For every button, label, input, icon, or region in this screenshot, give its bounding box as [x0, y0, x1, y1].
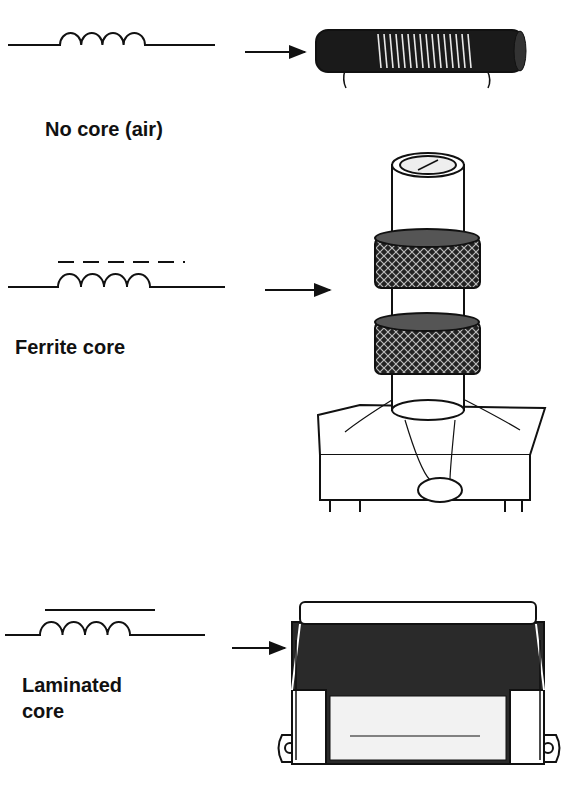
laminated-core-symbol — [5, 610, 205, 635]
core-label: Laminated core — [22, 672, 147, 724]
ferrite-coil-former — [318, 153, 545, 512]
air-core-coil — [316, 30, 526, 88]
transformer — [279, 602, 560, 764]
air-core-symbol — [8, 33, 215, 45]
core-label: Ferrite core — [15, 334, 125, 360]
arrow — [265, 289, 330, 291]
ferrite-core-symbol — [8, 262, 225, 287]
arrow — [245, 51, 305, 53]
core-label: No core (air) — [45, 116, 163, 142]
arrow — [232, 647, 285, 649]
